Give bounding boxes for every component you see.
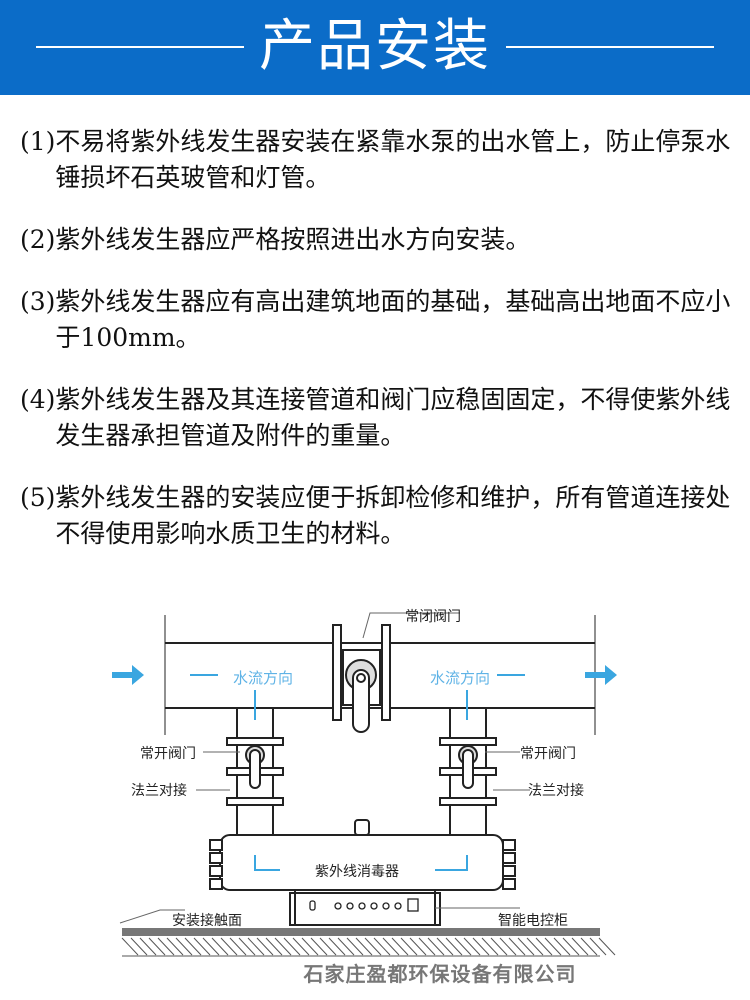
ground-hatch-line [400, 937, 418, 956]
note-item: (4)紫外线发生器及其连接管道和阀门应稳固固定，不得使紫外线发生器承担管道及附件… [20, 382, 735, 454]
ground-hatch-line [256, 937, 274, 956]
label-flange-right: 法兰对接 [528, 783, 584, 799]
ground-hatch-line [553, 937, 571, 956]
company-name: 石家庄盈都环保设备有限公司 [303, 962, 577, 986]
ground-hatch-line [310, 937, 328, 956]
note-item: (2)紫外线发生器应严格按照进出水方向安装。 [20, 222, 735, 258]
ground-hatch-line [319, 937, 337, 956]
ground-hatch-line [571, 937, 589, 956]
ground-hatch-line [517, 937, 535, 956]
label-install-surface: 安装接触面 [172, 913, 242, 929]
ground-hatch-line [301, 937, 319, 956]
label-normally-open-valve-right: 常开阀门 [520, 746, 576, 762]
ground-hatch-line [139, 937, 157, 956]
note-text: 紫外线发生器应有高出建筑地面的基础，基础高出地面不应小于100mm。 [55, 287, 731, 352]
ground-hatch-line [166, 937, 184, 956]
label-flow-direction-right: 水流方向 [430, 669, 491, 687]
ground-hatch-line [454, 937, 472, 956]
ground-hatch-line [130, 937, 148, 956]
header-divider-left [36, 46, 244, 48]
label-normally-open-valve-left: 常开阀门 [140, 746, 196, 762]
ground-hatch-line [481, 937, 499, 956]
ground-slab [122, 928, 600, 936]
diagram-drawing [112, 612, 617, 957]
ground-hatch-line [328, 937, 346, 956]
ground-hatch-line [121, 937, 139, 956]
label-normally-closed-valve: 常闭阀门 [405, 609, 461, 625]
ground-hatch-line [544, 937, 562, 956]
ground-hatch-line [409, 937, 427, 956]
ground-hatch-line [508, 937, 526, 956]
note-item: (1)不易将紫外线发生器安装在紧靠水泵的出水管上，防止停泵水锤损坏石英玻管和灯管… [20, 124, 735, 196]
ground-hatch-line [229, 937, 247, 956]
note-item: (3)紫外线发生器应有高出建筑地面的基础，基础高出地面不应小于100mm。 [20, 284, 735, 356]
ground-hatch-line [211, 937, 229, 956]
ground-hatch-line [589, 937, 607, 956]
ground-hatch-line [427, 937, 445, 956]
installation-notes: (1)不易将紫外线发生器安装在紧靠水泵的出水管上，防止停泵水锤损坏石英玻管和灯管… [20, 124, 735, 578]
ground-hatch-line [274, 937, 292, 956]
note-number: (1) [20, 127, 56, 156]
note-number: (5) [20, 483, 56, 512]
ground-hatch-line [193, 937, 211, 956]
note-item: (5)紫外线发生器的安装应便于拆卸检修和维护，所有管道连接处不得使用影响水质卫生… [20, 480, 735, 552]
note-text: 不易将紫外线发生器安装在紧靠水泵的出水管上，防止停泵水锤损坏石英玻管和灯管。 [55, 127, 731, 192]
ground-hatch-line [598, 937, 616, 956]
ground-hatch-line [562, 937, 580, 956]
installation-diagram: 常闭阀门 水流方向 水流方向 常开阀门 常开阀门 法兰对接 法兰对接 紫外线消毒… [100, 590, 660, 990]
ground-hatch-line [175, 937, 193, 956]
ground-hatch-line [346, 937, 364, 956]
label-flow-direction-left: 水流方向 [233, 669, 294, 687]
ground-hatch-line [535, 937, 553, 956]
ground-hatch-line [202, 937, 220, 956]
ground-hatch-line [490, 937, 508, 956]
ground-hatch-line [355, 937, 373, 956]
note-text: 紫外线发生器的安装应便于拆卸检修和维护，所有管道连接处不得使用影响水质卫生的材料… [55, 483, 731, 548]
ground-hatch-line [499, 937, 517, 956]
label-flange-left: 法兰对接 [131, 783, 187, 799]
ground-hatch-line [418, 937, 436, 956]
note-number: (2) [20, 225, 56, 254]
ground-hatch-line [148, 937, 166, 956]
page-header: 产品安装 [0, 0, 750, 95]
ground-hatch-line [391, 937, 409, 956]
ground-hatch-line [292, 937, 310, 956]
ground-hatch-line [238, 937, 256, 956]
label-control-cabinet: 智能电控柜 [498, 913, 568, 929]
ground-hatch-line [445, 937, 463, 956]
label-uv-sterilizer: 紫外线消毒器 [315, 864, 399, 880]
ground-hatch-line [247, 937, 265, 956]
ground-hatch-line [526, 937, 544, 956]
ground-hatch-line [463, 937, 481, 956]
ground-hatch-line [373, 937, 391, 956]
header-divider-right [506, 46, 714, 48]
page-title: 产品安装 [259, 14, 491, 79]
ground-hatch-line [337, 937, 355, 956]
ground-hatch-line [382, 937, 400, 956]
ground-hatch-line [472, 937, 490, 956]
ground-hatch-line [436, 937, 454, 956]
ground-hatch-line [220, 937, 238, 956]
note-number: (4) [20, 385, 56, 414]
note-number: (3) [20, 287, 56, 316]
ground-hatch-line [184, 937, 202, 956]
ground-hatch-line [283, 937, 301, 956]
ground-hatch-line [157, 937, 175, 956]
note-text: 紫外线发生器应严格按照进出水方向安装。 [55, 225, 531, 254]
ground-hatch-line [580, 937, 598, 956]
ground-hatch-line [265, 937, 283, 956]
ground-hatch-line [364, 937, 382, 956]
note-text: 紫外线发生器及其连接管道和阀门应稳固固定，不得使紫外线发生器承担管道及附件的重量… [55, 385, 731, 450]
